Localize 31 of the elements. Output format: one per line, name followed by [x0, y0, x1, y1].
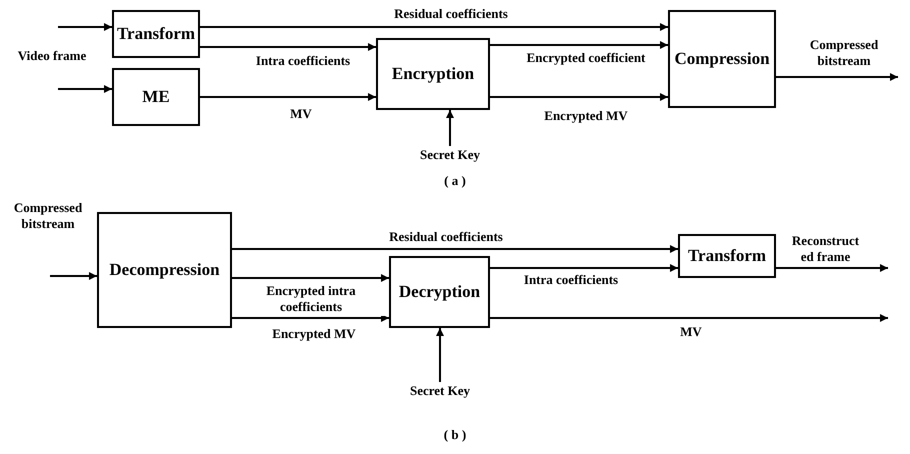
input-label: Secret Key	[420, 147, 480, 163]
process-box: Decompression	[97, 212, 232, 328]
arrow	[776, 264, 888, 272]
arrow	[200, 93, 376, 101]
arrow	[200, 23, 668, 31]
signal-label: Video frame	[16, 48, 88, 64]
process-box: Transform	[112, 10, 200, 58]
arrow	[232, 274, 389, 282]
process-box: Encryption	[376, 38, 490, 110]
arrow	[776, 73, 898, 81]
arrow	[232, 314, 389, 322]
process-box: ME	[112, 68, 200, 126]
edge-label: Encrypted coefficient	[525, 50, 647, 66]
arrow	[232, 245, 678, 253]
arrow	[490, 314, 888, 322]
process-box: Transform	[678, 234, 776, 278]
process-box: Compression	[668, 10, 776, 108]
arrow	[436, 328, 444, 382]
panel-label: ( a )	[443, 173, 467, 190]
arrow	[490, 264, 678, 272]
input-label: Secret Key	[410, 383, 470, 399]
arrow	[200, 43, 376, 51]
signal-label: Compressed bitstream	[12, 200, 84, 232]
process-box: Decryption	[389, 256, 490, 328]
arrow	[58, 23, 112, 31]
arrow	[490, 93, 668, 101]
arrow	[490, 41, 668, 49]
panel-label: ( b )	[442, 427, 468, 444]
arrow	[50, 272, 97, 280]
arrow	[58, 85, 112, 93]
arrow	[446, 110, 454, 146]
